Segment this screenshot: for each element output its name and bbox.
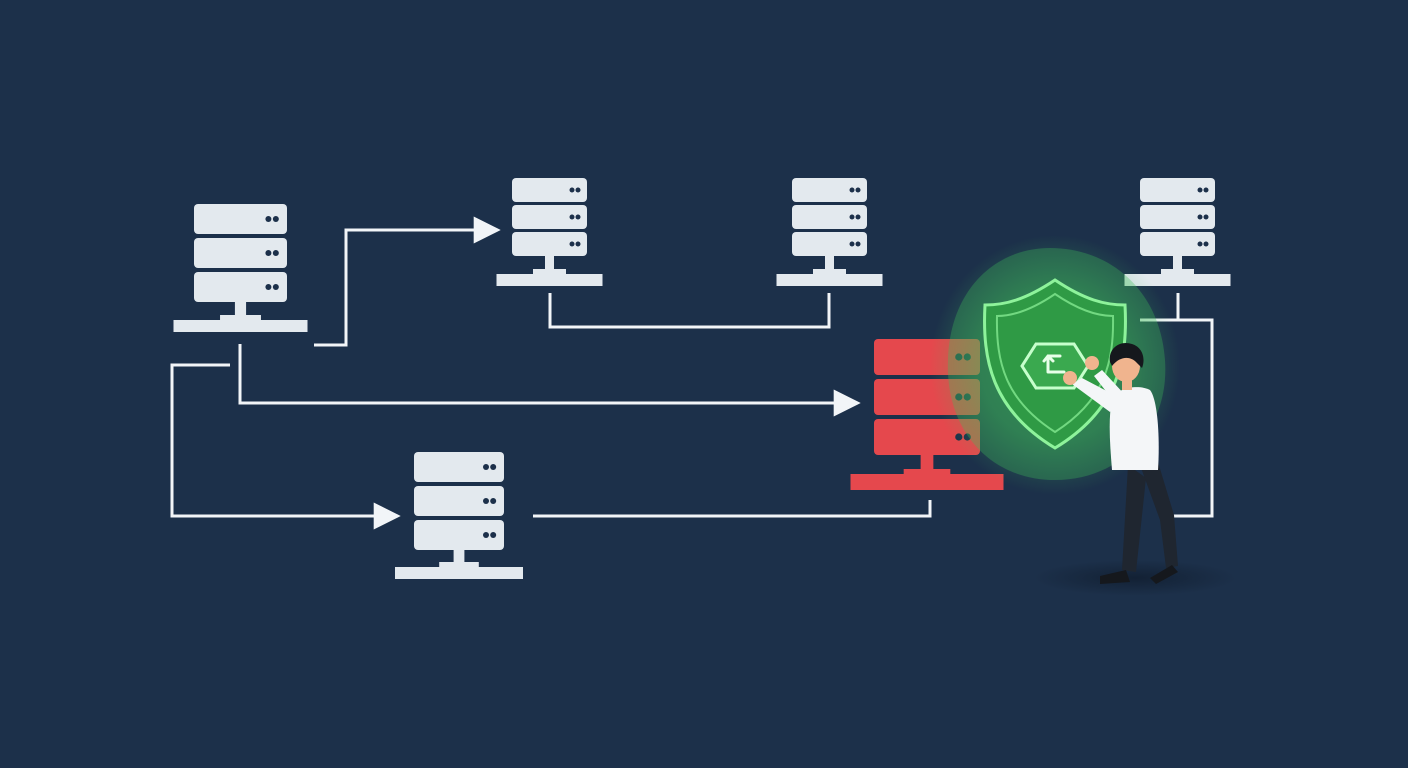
- server-4-unit-3: [1140, 232, 1215, 256]
- server-4-stand-foot: [1161, 269, 1194, 274]
- server-2-led-2b: [575, 214, 581, 220]
- technician-leg-back: [1122, 465, 1146, 572]
- server-5-stand-foot: [439, 562, 479, 567]
- server-2-led-3a: [569, 241, 575, 247]
- technician-shoe-front: [1150, 565, 1178, 584]
- server-6-stand-foot: [903, 469, 951, 474]
- server-3: [776, 178, 883, 286]
- server-2-unit-2: [512, 205, 587, 229]
- server-2-led-1a: [569, 187, 575, 193]
- server-1-base: [173, 320, 308, 332]
- server-4-led-1a: [1197, 187, 1203, 193]
- server-6-stand-neck: [920, 455, 934, 470]
- server-4-led-3a: [1197, 241, 1203, 247]
- server-5: [395, 452, 523, 579]
- server-1-led-2a: [265, 250, 272, 256]
- server-1-led-3b: [272, 284, 279, 290]
- server-3-led-1a: [849, 187, 855, 193]
- server-5-led-2b: [490, 498, 497, 504]
- server-2-unit-1: [512, 178, 587, 202]
- server-2-led-2a: [569, 214, 575, 220]
- connector-server4-to-right: [1140, 293, 1214, 518]
- server-1-unit-1: [194, 204, 287, 234]
- server-3-led-2b: [855, 214, 861, 220]
- technician-neck: [1122, 378, 1132, 390]
- server-1-unit-2: [194, 238, 287, 268]
- server-5-stand-neck: [453, 550, 465, 563]
- server-3-unit-1: [792, 178, 867, 202]
- server-2-stand-foot: [533, 269, 566, 274]
- server-2-unit-3: [512, 232, 587, 256]
- server-3-base: [776, 274, 883, 286]
- technician-arm-raised: [1072, 378, 1120, 412]
- reconnect-arrow-icon: [1042, 354, 1066, 374]
- server-4-led-3b: [1203, 241, 1209, 247]
- server-3-unit-2: [792, 205, 867, 229]
- connector-server1-to-server6: [238, 344, 861, 417]
- floor-shadow: [1033, 560, 1237, 596]
- server-1-stand-neck: [234, 302, 247, 316]
- servers: [173, 178, 1231, 579]
- server-1-led-1b: [272, 216, 279, 222]
- connector-server2-to-server3: [548, 293, 831, 329]
- server-3-led-3a: [849, 241, 855, 247]
- server-4-led-2b: [1203, 214, 1209, 220]
- server-2-led-1b: [575, 187, 581, 193]
- server-5-led-2a: [483, 498, 489, 504]
- technician-hair: [1109, 342, 1144, 368]
- server-1-led-2b: [272, 250, 279, 256]
- connectors: [170, 216, 1214, 530]
- technician-torso: [1109, 387, 1159, 470]
- server-4-led-1b: [1203, 187, 1209, 193]
- connector-server5-to-server6: [533, 500, 932, 518]
- server-5-led-1a: [483, 464, 489, 470]
- server-3-led-3b: [855, 241, 861, 247]
- server-6-base: [850, 474, 1004, 490]
- server-5-unit-3: [414, 520, 504, 550]
- server-1-unit-3: [194, 272, 287, 302]
- server-1: [173, 204, 308, 332]
- technician-shoe-back: [1100, 570, 1130, 584]
- server-4-led-2a: [1197, 214, 1203, 220]
- server-5-unit-2: [414, 486, 504, 516]
- server-4-unit-1: [1140, 178, 1215, 202]
- server-2-base: [496, 274, 603, 286]
- server-3-unit-3: [792, 232, 867, 256]
- server-3-stand-foot: [813, 269, 846, 274]
- server-4: [1124, 178, 1231, 286]
- server-5-led-3b: [490, 532, 497, 538]
- server-4-unit-2: [1140, 205, 1215, 229]
- server-1-led-1a: [265, 216, 272, 222]
- server-4-stand-neck: [1173, 256, 1182, 270]
- server-5-led-3a: [483, 532, 489, 538]
- server-1-led-3a: [265, 284, 272, 290]
- server-2: [496, 178, 603, 286]
- server-5-led-1b: [490, 464, 497, 470]
- server-1-stand-foot: [220, 315, 261, 320]
- server-2-stand-neck: [545, 256, 554, 270]
- server-5-base: [395, 567, 523, 579]
- server-2-led-3b: [575, 241, 581, 247]
- connector-left-to-server5: [170, 363, 401, 530]
- connector-server1-to-server2: [314, 216, 501, 347]
- technician-hand-left: [1063, 371, 1077, 385]
- technician-leg-front: [1140, 462, 1178, 568]
- server-5-unit-1: [414, 452, 504, 482]
- server-3-led-2a: [849, 214, 855, 220]
- technician-hand-right: [1085, 356, 1099, 370]
- server-3-led-1b: [855, 187, 861, 193]
- technician-arm-reach: [1094, 370, 1126, 404]
- technician-figure: [1063, 342, 1178, 584]
- server-3-stand-neck: [825, 256, 834, 270]
- shield-inner-outline: [995, 292, 1115, 434]
